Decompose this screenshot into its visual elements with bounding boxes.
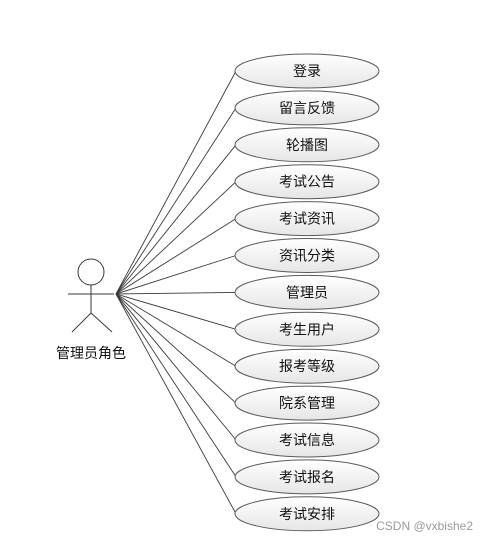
actor-figure <box>68 258 114 333</box>
use-case-label: 留言反馈 <box>279 101 335 117</box>
association-line <box>115 70 237 295</box>
use-case-ellipse <box>234 459 380 495</box>
watermark: CSDN @vxbishe2 <box>376 519 473 533</box>
actor-left-leg <box>71 312 92 333</box>
association-line <box>115 293 237 330</box>
use-case-ellipse <box>234 274 380 310</box>
use-case-label: 轮播图 <box>286 138 328 154</box>
use-case-ellipse <box>234 53 380 89</box>
use-case-label: 考试报名 <box>279 470 335 486</box>
association-line <box>115 181 237 295</box>
use-case-ellipse <box>234 238 380 273</box>
use-case: 院系管理 <box>234 385 380 421</box>
use-case-label: 考试信息 <box>279 432 335 449</box>
use-case: 考试资讯 <box>234 201 380 237</box>
use-case: 管理员 <box>234 274 380 310</box>
use-case-label: 管理员 <box>286 285 328 301</box>
association-line <box>115 293 237 404</box>
association-lines <box>115 70 237 515</box>
actor-head <box>77 258 105 286</box>
association-line <box>115 293 237 367</box>
use-case-group: 登录留言反馈轮播图考试公告考试资讯资讯分类管理员考生用户报考等级院系管理考试信息… <box>234 53 380 532</box>
use-case: 登录 <box>234 53 380 89</box>
use-case: 留言反馈 <box>234 90 380 126</box>
use-case-label: 考生用户 <box>279 321 335 338</box>
association-line <box>115 291 237 295</box>
use-case-label: 院系管理 <box>279 396 335 412</box>
use-case-ellipse <box>234 348 380 384</box>
use-case-label: 登录 <box>293 64 321 80</box>
association-line <box>115 218 237 295</box>
actor-right-leg <box>90 312 113 333</box>
use-case: 考试公告 <box>234 164 380 200</box>
association-line <box>115 144 237 295</box>
use-case: 报考等级 <box>234 348 380 384</box>
association-line <box>115 293 237 515</box>
use-case-ellipse <box>234 422 380 458</box>
use-case: 考试安排 <box>234 496 380 532</box>
use-case-ellipse <box>234 127 380 163</box>
use-case: 资讯分类 <box>234 238 380 273</box>
use-case-ellipse <box>234 90 380 126</box>
use-case-ellipse <box>234 496 380 532</box>
association-line <box>115 293 237 441</box>
use-case-ellipse <box>234 385 380 421</box>
use-case-ellipse <box>234 164 380 200</box>
association-line <box>115 293 237 478</box>
association-line <box>115 255 237 295</box>
use-case: 轮播图 <box>234 127 380 163</box>
association-line <box>115 107 237 295</box>
use-case-label: 报考等级 <box>279 358 335 375</box>
use-case-label: 考试资讯 <box>279 212 335 228</box>
use-case-label: 考试安排 <box>279 507 335 523</box>
actor-label: 管理员角色 <box>56 346 126 362</box>
use-case-ellipse <box>234 311 380 347</box>
use-case: 考试信息 <box>234 422 380 458</box>
use-case-label: 资讯分类 <box>279 249 335 265</box>
use-case: 考试报名 <box>234 459 380 495</box>
use-case-label: 考试公告 <box>279 175 335 191</box>
use-case: 考生用户 <box>234 311 380 347</box>
use-case-ellipse <box>234 201 380 237</box>
